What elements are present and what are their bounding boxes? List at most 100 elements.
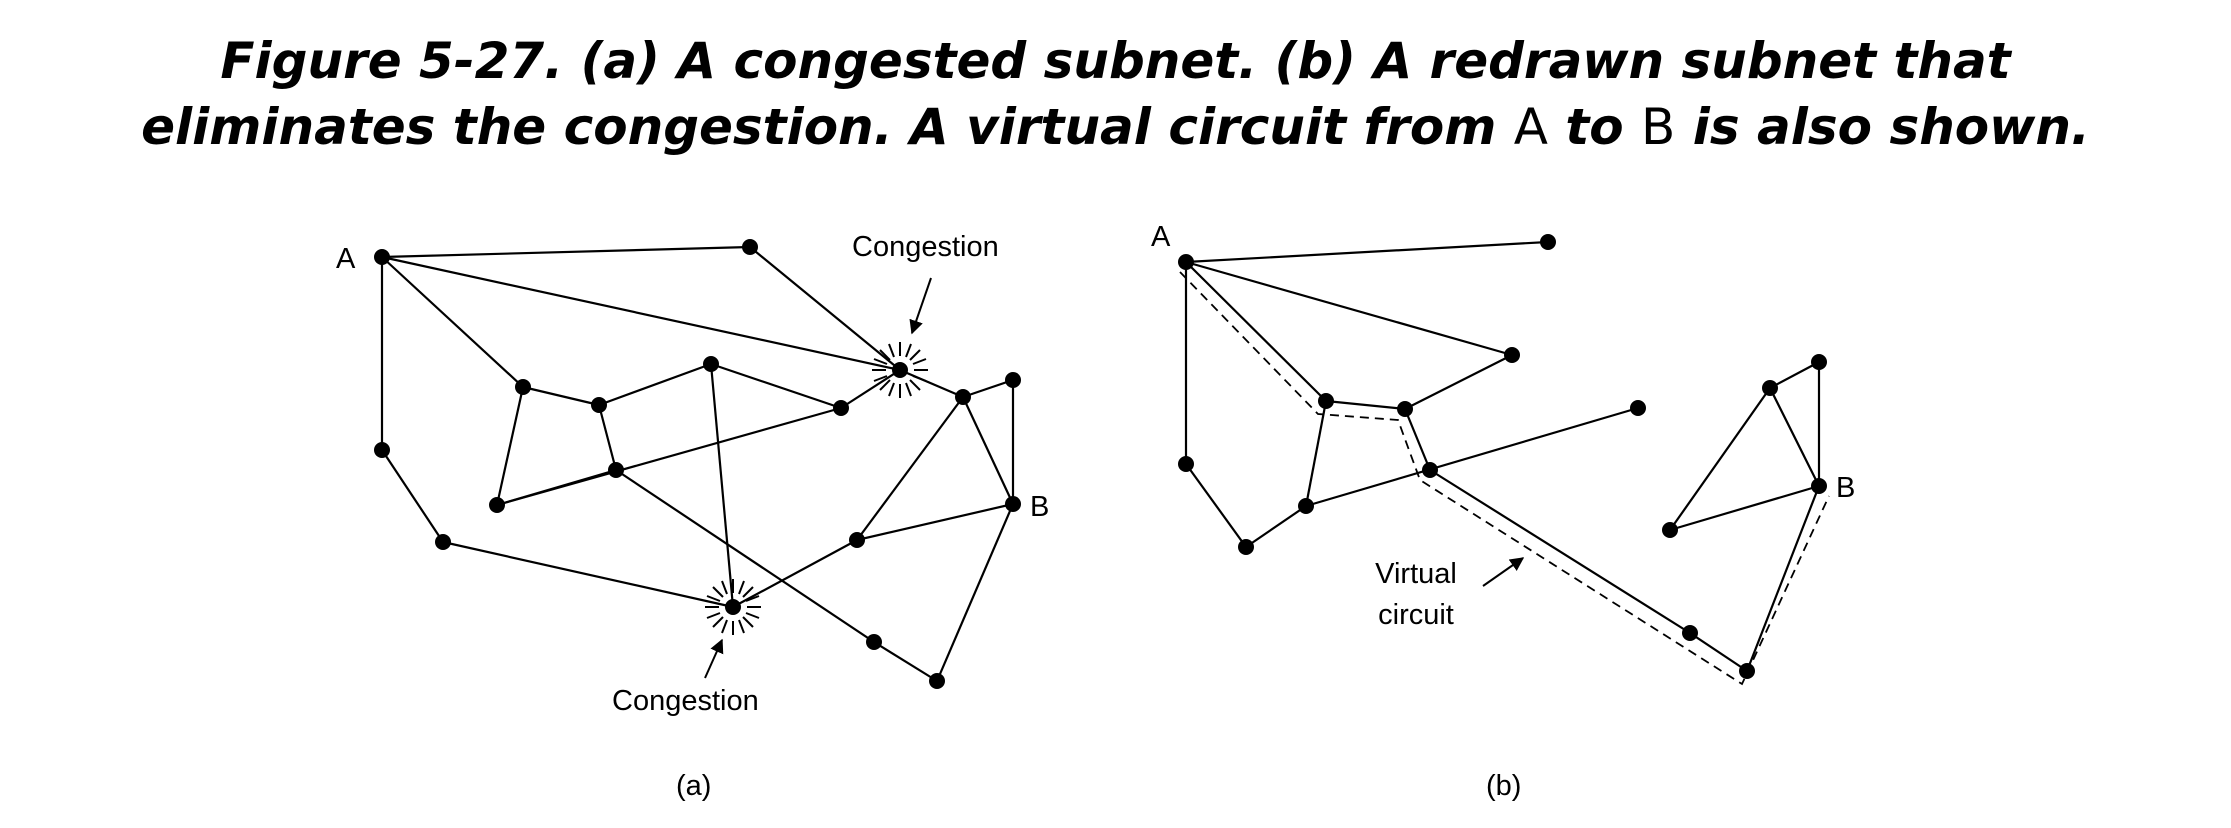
panel-a-links bbox=[380, 245, 1015, 682]
link bbox=[962, 378, 1014, 399]
virtual-circuit-arrow bbox=[1482, 557, 1525, 587]
congestion-burst-top bbox=[872, 342, 928, 398]
panel-a-node-a-label: A bbox=[336, 243, 356, 275]
link bbox=[597, 404, 618, 471]
panel-a: A B Congestion Congestion (a) bbox=[336, 231, 1049, 802]
figure-caption: Figure 5-27. (a) A congested subnet. (b)… bbox=[0, 28, 2231, 160]
caption-line-2: eliminates the congestion. A virtual cir… bbox=[0, 94, 2231, 160]
link bbox=[709, 363, 735, 608]
router-node bbox=[742, 239, 758, 255]
router-node bbox=[1238, 539, 1254, 555]
router-node bbox=[608, 462, 624, 478]
link bbox=[615, 469, 875, 643]
router-node bbox=[1630, 400, 1646, 416]
link bbox=[1325, 399, 1406, 411]
router-node bbox=[1540, 234, 1556, 250]
virtual-circuit-path bbox=[1179, 271, 1830, 686]
router-node bbox=[849, 532, 865, 548]
link bbox=[1769, 361, 1820, 389]
router-node bbox=[1178, 456, 1194, 472]
link bbox=[732, 539, 858, 608]
link bbox=[522, 385, 600, 407]
link bbox=[496, 406, 842, 507]
link bbox=[1185, 260, 1513, 357]
router-node bbox=[1762, 380, 1778, 396]
panel-b: A B Virtual circuit (b) bbox=[1151, 221, 1855, 802]
router-node bbox=[703, 356, 719, 372]
link bbox=[1305, 406, 1639, 508]
link bbox=[442, 540, 734, 609]
router-node bbox=[1422, 462, 1438, 478]
link bbox=[1185, 261, 1327, 402]
caption-line-2a: eliminates the congestion. A virtual cir… bbox=[141, 98, 1514, 156]
router-node bbox=[955, 389, 971, 405]
congestion-label-bottom: Congestion bbox=[612, 685, 759, 717]
router-node bbox=[435, 534, 451, 550]
congestion-label-top: Congestion bbox=[852, 231, 999, 263]
caption-node-b: B bbox=[1641, 98, 1676, 156]
congestion-burst-bottom bbox=[705, 579, 761, 635]
router-node bbox=[892, 362, 908, 378]
link bbox=[962, 396, 1014, 505]
router-node bbox=[1682, 625, 1698, 641]
router-node bbox=[1397, 401, 1413, 417]
virtual-circuit-label-line-1: Virtual bbox=[1375, 558, 1457, 590]
congestion-arrow-top bbox=[909, 277, 932, 335]
virtual-circuit-label-line-2: circuit bbox=[1378, 599, 1454, 631]
link bbox=[1429, 469, 1691, 634]
router-node bbox=[515, 379, 531, 395]
router-node bbox=[1005, 372, 1021, 388]
link bbox=[1185, 240, 1549, 264]
router-node bbox=[1811, 478, 1827, 494]
link bbox=[1769, 387, 1820, 487]
router-node bbox=[374, 442, 390, 458]
router-node bbox=[1811, 354, 1827, 370]
caption-line-2c: is also shown. bbox=[1675, 98, 2090, 156]
link bbox=[381, 256, 524, 388]
panel-a-arrows bbox=[704, 277, 932, 679]
router-node bbox=[866, 634, 882, 650]
router-node bbox=[929, 673, 945, 689]
router-node bbox=[1504, 347, 1520, 363]
router-node bbox=[1005, 496, 1021, 512]
router-node bbox=[374, 249, 390, 265]
router-node bbox=[1298, 498, 1314, 514]
router-node bbox=[1662, 522, 1678, 538]
link bbox=[1185, 463, 1247, 548]
link bbox=[1245, 505, 1307, 548]
router-node bbox=[833, 400, 849, 416]
panel-a-node-b-label: B bbox=[1030, 491, 1049, 523]
link bbox=[1403, 408, 1432, 471]
link bbox=[1304, 400, 1328, 507]
panel-b-label: (b) bbox=[1486, 770, 1521, 802]
link bbox=[381, 245, 751, 259]
panel-b-links bbox=[1184, 240, 1821, 672]
link bbox=[856, 502, 1014, 542]
panel-b-routers bbox=[1178, 234, 1827, 679]
link bbox=[749, 246, 901, 371]
link bbox=[1689, 632, 1748, 672]
caption-line-1: Figure 5-27. (a) A congested subnet. (b)… bbox=[220, 32, 2011, 90]
caption-node-a: A bbox=[1513, 98, 1548, 156]
link bbox=[381, 449, 444, 543]
link bbox=[840, 369, 901, 409]
link bbox=[710, 362, 842, 410]
router-node bbox=[489, 497, 505, 513]
link bbox=[1669, 484, 1820, 532]
caption-line-2b: to bbox=[1547, 98, 1642, 156]
panel-a-label: (a) bbox=[676, 770, 711, 802]
link bbox=[1669, 387, 1771, 531]
panel-b-node-a-label: A bbox=[1151, 221, 1171, 253]
link bbox=[873, 641, 938, 682]
link bbox=[935, 503, 1015, 682]
router-node bbox=[591, 397, 607, 413]
panel-b-node-b-label: B bbox=[1836, 472, 1855, 504]
router-node bbox=[1178, 254, 1194, 270]
link bbox=[899, 368, 964, 399]
congestion-arrow-bottom bbox=[704, 638, 724, 679]
link bbox=[381, 255, 901, 372]
router-node bbox=[725, 599, 741, 615]
panel-a-routers bbox=[374, 239, 1021, 689]
link bbox=[495, 386, 525, 506]
